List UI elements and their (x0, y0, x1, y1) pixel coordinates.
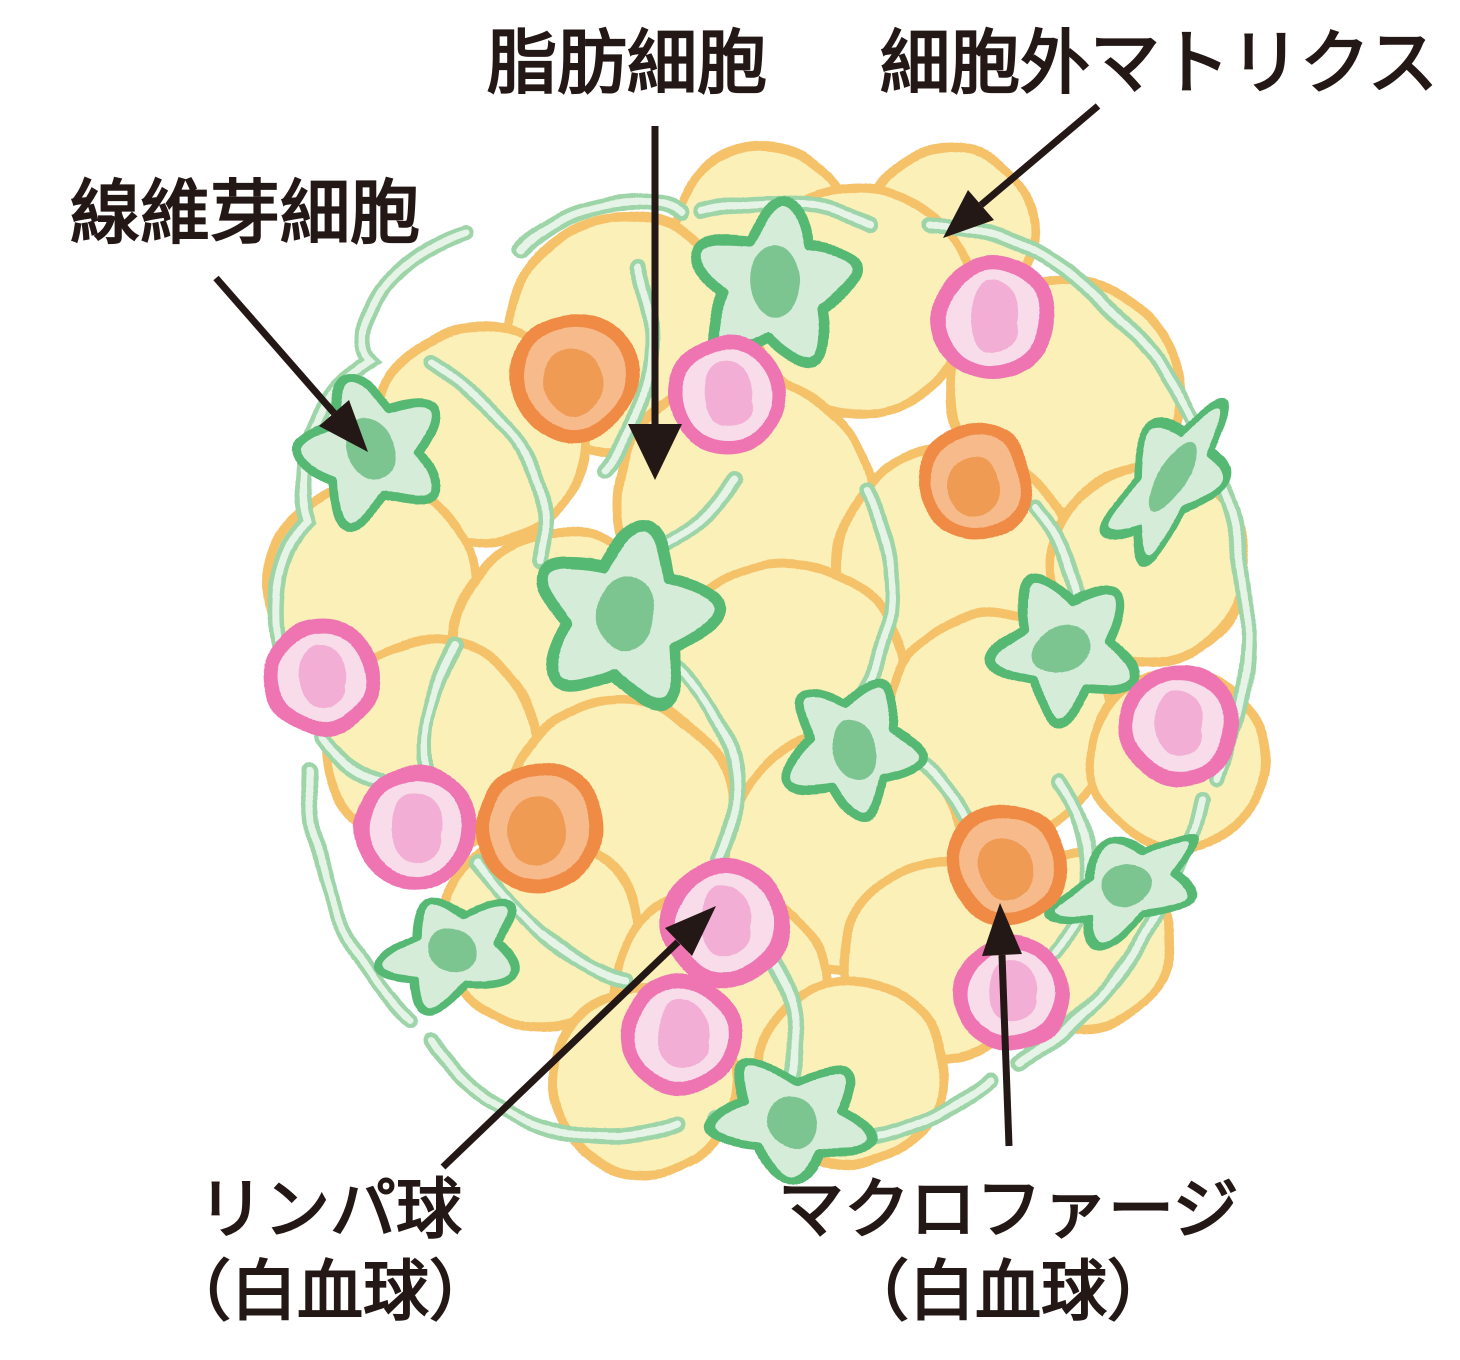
label-macrophage: マクロファージ （白血球） (778, 1168, 1239, 1332)
label-lymphocyte-line1: リンパ球 (198, 1172, 462, 1246)
ecm-arrow (943, 103, 1101, 238)
tissue-cluster (269, 142, 1271, 1187)
label-lymphocyte: リンパ球 （白血球） (140, 1168, 520, 1332)
label-macrophage-line1: マクロファージ (778, 1172, 1239, 1246)
label-extracellular-matrix: 細胞外マトリクス (880, 24, 1438, 102)
lymphocyte-arrow (440, 906, 716, 1170)
callout-arrows (213, 103, 1101, 1170)
fibroblast-arrow (213, 275, 368, 452)
label-macrophage-line2: （白血球） (843, 1254, 1173, 1328)
label-adipocyte: 脂肪細胞 (487, 24, 767, 102)
label-fibroblast: 線維芽細胞 (70, 174, 420, 252)
adipocyte-arrow (628, 126, 682, 480)
label-lymphocyte-line2: （白血球） (165, 1254, 495, 1328)
macrophage-arrow (982, 903, 1022, 1147)
